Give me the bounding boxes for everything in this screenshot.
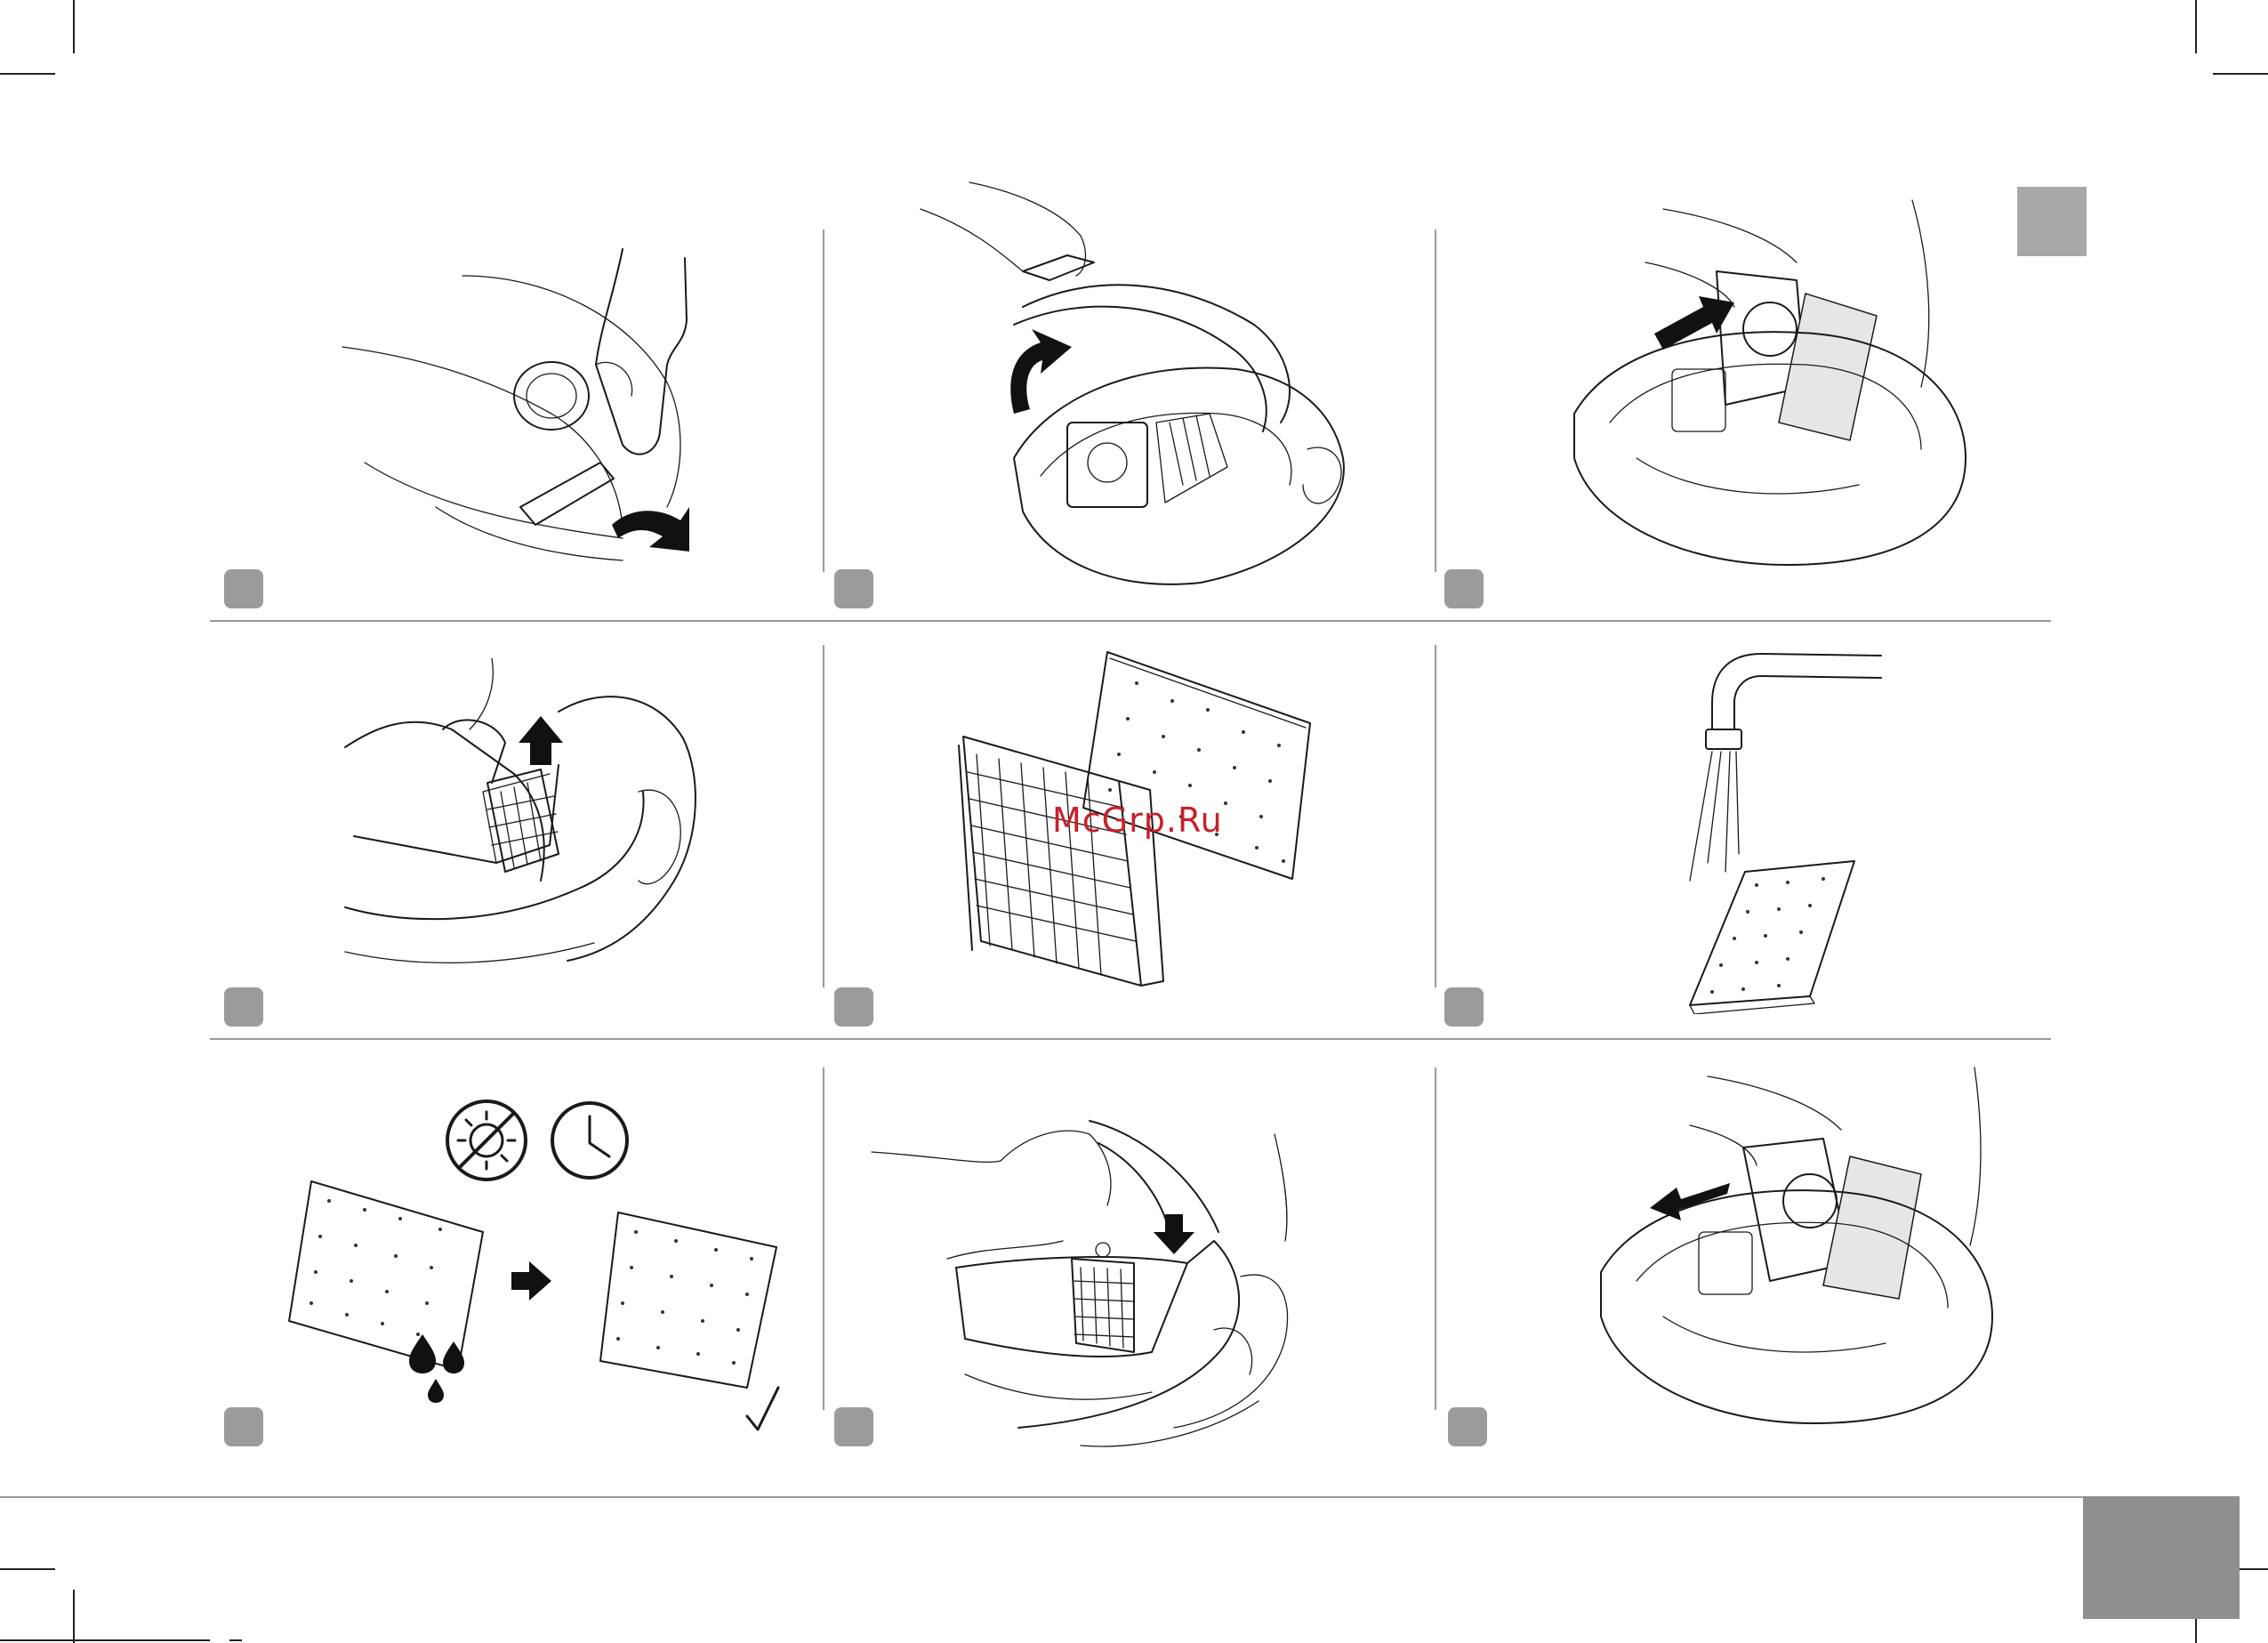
step-8-illustration — [867, 1107, 1339, 1454]
insert-filter-icon — [867, 1107, 1339, 1454]
step-7-illustration — [285, 1094, 800, 1437]
step-badge-5 — [834, 987, 873, 1027]
crop-mark — [73, 0, 75, 53]
column-separator — [1435, 645, 1436, 987]
unlock-lid-icon — [329, 240, 720, 587]
no-sun-icon — [447, 1101, 526, 1180]
crop-mark — [229, 1639, 242, 1641]
step-badge-7 — [224, 1407, 263, 1446]
row-separator — [210, 620, 2051, 622]
page-number-tab — [2083, 1496, 2240, 1619]
step-badge-1 — [224, 569, 263, 608]
footer-rule — [0, 1496, 2083, 1498]
column-separator — [1435, 1067, 1436, 1410]
row-separator — [210, 1038, 2051, 1040]
crop-mark — [2195, 0, 2197, 53]
crop-mark — [0, 1639, 210, 1641]
step-9-illustration — [1592, 1059, 2001, 1450]
remove-bag-icon — [1556, 191, 1983, 592]
insert-bag-icon — [1592, 1059, 2001, 1450]
crop-mark — [2213, 73, 2268, 75]
arrow-right-icon — [511, 1261, 551, 1301]
step-6-illustration — [1672, 649, 1894, 1014]
crop-mark — [73, 1590, 75, 1643]
open-lid-icon — [916, 173, 1379, 609]
rinse-filter-icon — [1672, 649, 1894, 1014]
language-tab — [2017, 187, 2087, 256]
step-1-illustration — [329, 240, 720, 587]
step-badge-3 — [1444, 569, 1484, 608]
step-3-illustration — [1556, 191, 1983, 592]
water-drops-icon — [409, 1334, 464, 1403]
checkmark-icon — [747, 1388, 778, 1430]
column-separator — [823, 645, 824, 987]
step-badge-4 — [224, 987, 263, 1027]
step-2-illustration — [916, 173, 1379, 609]
step-badge-2 — [834, 569, 873, 608]
clock-icon — [552, 1103, 627, 1178]
step-badge-6 — [1444, 987, 1484, 1027]
column-separator — [823, 1067, 824, 1410]
lift-filter-icon — [336, 658, 710, 987]
column-separator — [1435, 230, 1436, 572]
watermark: McGrp.Ru — [1052, 801, 1223, 840]
step-badge-9 — [1448, 1407, 1487, 1446]
crop-mark — [0, 1568, 55, 1570]
crop-mark — [0, 73, 55, 75]
step-4-illustration — [336, 658, 710, 987]
column-separator — [823, 230, 824, 572]
